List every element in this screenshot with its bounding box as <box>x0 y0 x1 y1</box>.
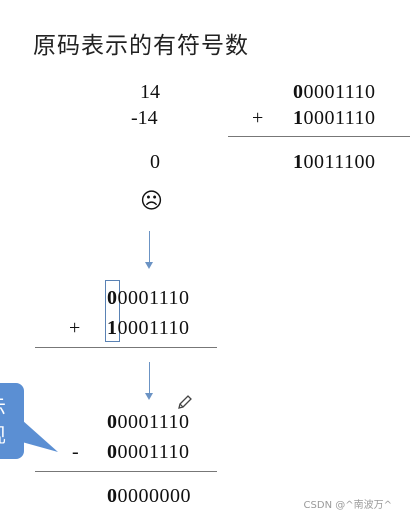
magnitude-bits: 0001110 <box>117 411 190 433</box>
middle-row-2: 10001110 <box>107 316 190 340</box>
down-arrow-icon <box>149 362 150 394</box>
sign-bit: 1 <box>107 317 118 339</box>
sign-bit: 1 <box>293 107 304 129</box>
operand-14: 14 <box>140 81 160 103</box>
decimal-result: 0 <box>150 151 160 173</box>
magnitude-bits: 0001110 <box>303 81 376 103</box>
down-arrow-head <box>145 393 153 400</box>
minus-operator: - <box>72 441 79 463</box>
magnitude-bits: 0001110 <box>117 441 190 463</box>
operand-neg14: -14 <box>131 107 158 129</box>
sign-bit: 0 <box>293 81 304 103</box>
magnitude-bits: 0001110 <box>117 287 190 309</box>
sign-bit-highlight-box <box>105 280 120 342</box>
sign-bit: 0 <box>107 411 118 433</box>
sign-bit: 0 <box>107 441 118 463</box>
page-title: 原码表示的有符号数 <box>33 33 249 59</box>
bottom-row-1: 00001110 <box>107 410 190 434</box>
sad-face-icon: ☹ <box>140 189 163 214</box>
plus-operator: + <box>69 317 81 339</box>
binary-row-1: 00001110 <box>293 80 376 104</box>
middle-rule <box>35 347 217 348</box>
sign-bit: 1 <box>293 151 304 173</box>
pencil-icon <box>178 395 192 409</box>
magnitude-bits: 0011100 <box>303 151 376 173</box>
down-arrow-icon <box>149 231 150 263</box>
sign-bit: 0 <box>107 485 118 507</box>
sign-bit: 0 <box>107 287 118 309</box>
bottom-row-2: 00001110 <box>107 440 190 464</box>
magnitude-bits: 0001110 <box>303 107 376 129</box>
sum-rule <box>228 136 410 137</box>
plus-operator: + <box>252 107 264 129</box>
magnitude-bits: 0000000 <box>117 485 191 507</box>
bottom-result: 00000000 <box>107 484 191 508</box>
bottom-rule <box>35 471 217 472</box>
callout-pointer <box>22 420 58 452</box>
callout-text: 示 现 <box>0 393 6 449</box>
binary-row-2: 10001110 <box>293 106 376 130</box>
callout-bubble: 示 现 <box>0 383 24 459</box>
binary-result: 10011100 <box>293 150 376 174</box>
magnitude-bits: 0001110 <box>117 317 190 339</box>
down-arrow-head <box>145 262 153 269</box>
watermark: CSDN @^南波万^ <box>303 500 392 511</box>
middle-row-1: 00001110 <box>107 286 190 310</box>
